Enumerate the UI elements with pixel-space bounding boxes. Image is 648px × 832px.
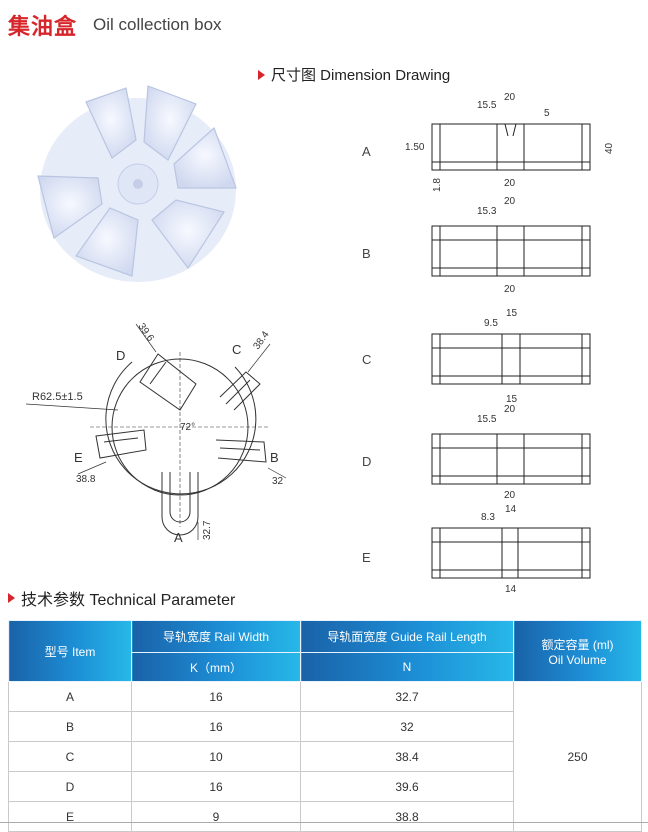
technical-section-header: 技术参数 Technical Parameter (8, 586, 235, 610)
label-d: D (116, 348, 125, 363)
col-volume-en: Oil Volume (548, 652, 607, 667)
title-en: Oil collection box (93, 15, 222, 34)
cell-n: 39.6 (300, 771, 514, 802)
cell-item: B (8, 711, 132, 742)
drawing-c-dim-2: 15 (506, 308, 518, 319)
triangle-bullet-icon (8, 593, 15, 603)
label-c: C (232, 342, 241, 357)
col-item-header: 型号 Item (8, 620, 132, 682)
cell-k: 16 (131, 711, 301, 742)
label-a: A (174, 530, 183, 545)
cell-item: C (8, 741, 132, 772)
drawing-b-dim-1: 15.3 (477, 206, 497, 217)
dimension-section-header: 尺寸图 Dimension Drawing (258, 64, 450, 85)
dim-b: 32 (272, 476, 284, 487)
col-rail-width-header: 导轨宽度 Rail Width (131, 620, 301, 653)
drawing-d-dim-2: 20 (504, 404, 516, 415)
drawing-a-side-1: 1.50 (405, 142, 425, 153)
drawing-c-bottom: 15 (506, 394, 518, 405)
cell-k: 16 (131, 771, 301, 802)
dim-c: 38.4 (251, 329, 271, 352)
page-header: 集油盒 Oil collection box (8, 8, 222, 42)
label-e: E (74, 450, 83, 465)
col-rail-length-unit: N (300, 652, 514, 682)
cell-k: 9 (131, 801, 301, 832)
drawing-c-label: C (362, 352, 371, 367)
table-row: C 10 38.4 (8, 741, 642, 772)
col-rail-width-unit: K（mm） (131, 652, 301, 682)
drawing-a-side-3: 40 (604, 142, 615, 154)
drawing-a-dim-1: 15.5 (477, 100, 497, 111)
triangle-bullet-icon (258, 69, 265, 80)
col-volume-cn: 额定容量 (ml) (541, 637, 614, 652)
product-photo (37, 85, 237, 282)
bottom-divider (0, 822, 648, 823)
drawing-a-label: A (362, 144, 371, 159)
drawing-a-side-2: 1.8 (432, 178, 443, 192)
top-view-drawing: R62.5±1.5 72° D C E B A 39.6 38.4 38.8 3… (25, 321, 287, 545)
radius-label: R62.5±1.5 (32, 391, 83, 403)
drawing-a-bottom: 20 (504, 178, 516, 189)
cell-n: 32 (300, 711, 514, 742)
drawing-d-label: D (362, 454, 371, 469)
table-row: B 16 32 (8, 711, 642, 742)
drawing-b-bottom: 20 (504, 284, 516, 295)
drawing-b-dim-2: 20 (504, 196, 516, 207)
drawing-e-bottom: 14 (505, 584, 517, 595)
drawing-e-dim-1: 8.3 (481, 512, 495, 523)
table-header-row: 型号 Item 导轨宽度 Rail Width 导轨面宽度 Guide Rail… (8, 620, 642, 682)
cell-item: E (8, 801, 132, 832)
technical-section-title: 技术参数 Technical Parameter (21, 592, 236, 609)
drawing-d-dim-1: 15.5 (477, 414, 497, 425)
table-row: A 16 32.7 250 (8, 681, 642, 832)
cell-item: D (8, 771, 132, 802)
drawing-e-dim-2: 14 (505, 504, 517, 515)
drawing-e-label: E (362, 550, 371, 565)
drawing-a-dim-3: 5 (544, 108, 550, 119)
cell-k: 10 (131, 741, 301, 772)
drawing-a-dim-2: 20 (504, 92, 516, 103)
cell-k: 16 (131, 681, 301, 712)
cell-n: 38.8 (300, 801, 514, 832)
col-volume-header: 额定容量 (ml) Oil Volume (513, 620, 642, 682)
dim-e: 38.8 (76, 474, 96, 485)
cell-volume: 250 (513, 681, 642, 832)
dim-d: 39.6 (136, 321, 156, 344)
cell-item: A (8, 681, 132, 712)
label-b: B (270, 450, 279, 465)
drawing-b-label: B (362, 246, 371, 261)
angle-label: 72° (180, 422, 195, 433)
title-cn: 集油盒 (8, 15, 78, 40)
parameter-table: 型号 Item 导轨宽度 Rail Width 导轨面宽度 Guide Rail… (8, 620, 642, 832)
dimension-section-title: 尺寸图 Dimension Drawing (271, 67, 451, 84)
cell-n: 38.4 (300, 741, 514, 772)
col-rail-length-header: 导轨面宽度 Guide Rail Length (300, 620, 514, 653)
drawing-d-bottom: 20 (504, 490, 516, 501)
cell-n: 32.7 (300, 681, 514, 712)
table-row: D 16 39.6 (8, 771, 642, 802)
dimension-drawings: A B C D E 15.5 20 5 1.50 1.8 40 20 15.3 … (362, 92, 615, 595)
dim-a: 32.7 (202, 520, 213, 540)
drawing-c-dim-1: 9.5 (484, 318, 498, 329)
